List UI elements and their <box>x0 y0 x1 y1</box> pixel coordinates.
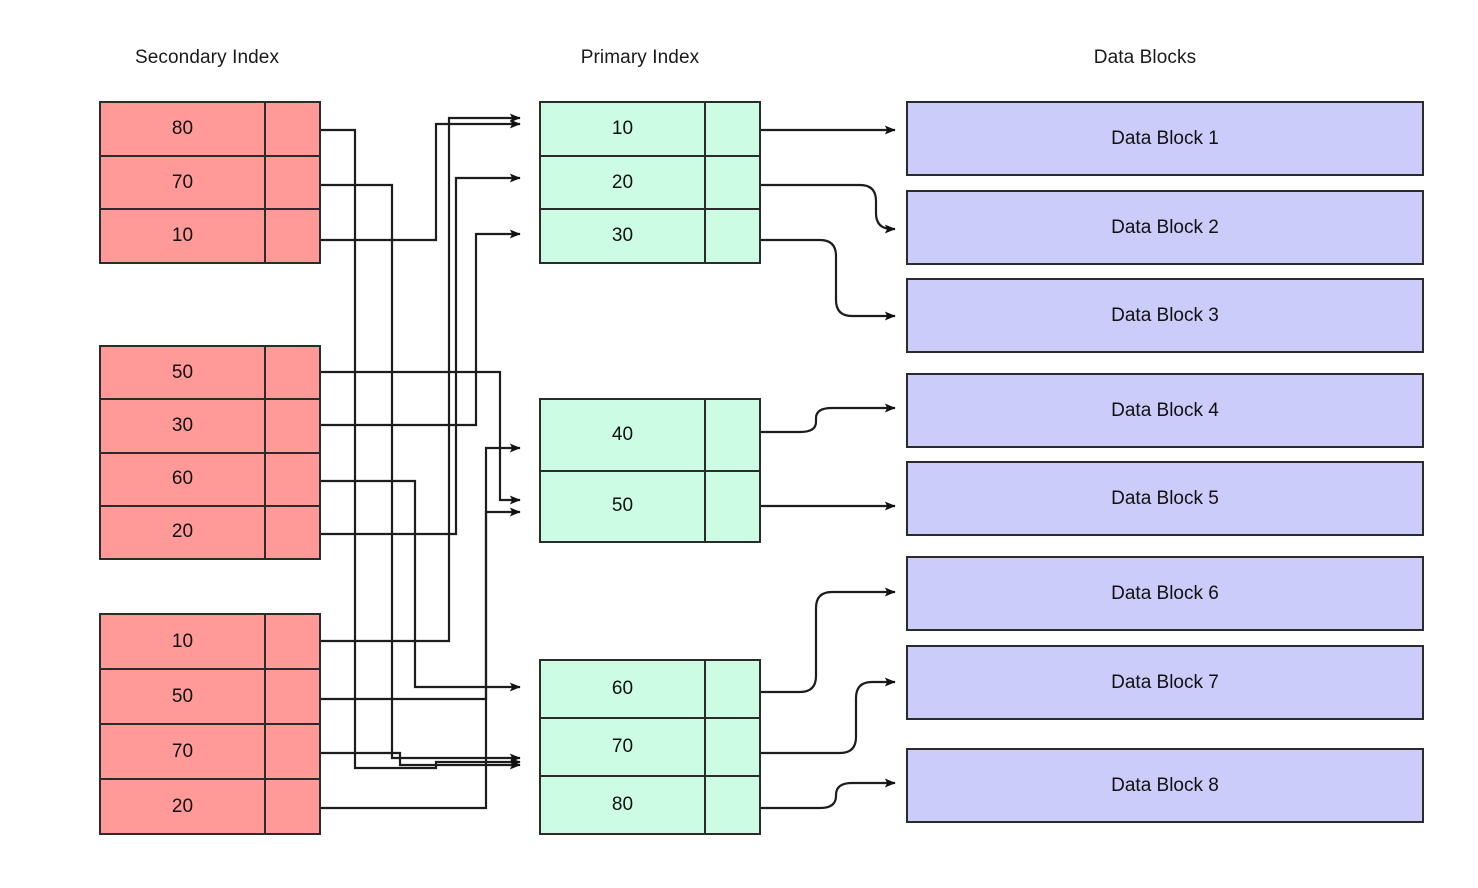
primary-pointer-cell[interactable] <box>706 103 759 155</box>
wire-sec70-to-pri70 <box>321 183 521 763</box>
primary-key-cell: 10 <box>541 103 706 155</box>
primary-index-row[interactable]: 60 <box>541 661 759 719</box>
primary-index-row[interactable]: 10 <box>541 103 759 157</box>
primary-pointer-cell[interactable] <box>706 777 759 833</box>
secondary-pointer-cell[interactable] <box>266 725 319 778</box>
secondary-index-row[interactable]: 50 <box>101 347 319 401</box>
secondary-index-row[interactable]: 80 <box>101 103 319 157</box>
secondary-index-group-3[interactable]: 10 50 70 20 <box>99 613 321 835</box>
secondary-pointer-cell[interactable] <box>266 453 319 505</box>
primary-key-cell: 20 <box>541 156 706 209</box>
secondary-index-row[interactable]: 50 <box>101 670 319 725</box>
wire-sec50b-to-pri50 <box>321 507 521 701</box>
data-block-3[interactable]: Data Block 3 <box>906 278 1424 353</box>
primary-pointer-cell[interactable] <box>706 719 759 775</box>
secondary-key-cell: 10 <box>101 615 266 668</box>
wire-sec10a-to-pri10 <box>321 119 521 242</box>
wire-sec20b-to-pri40 <box>321 443 521 810</box>
column-title-secondary: Secondary Index <box>134 47 280 68</box>
wire-sec50a-to-pri50 <box>321 370 521 505</box>
primary-index-row[interactable]: 40 <box>541 400 759 472</box>
secondary-index-row[interactable]: 30 <box>101 400 319 454</box>
wire-pri30-to-block3 <box>760 238 896 321</box>
secondary-index-row[interactable]: 10 <box>101 615 319 670</box>
wire-sec80-to-pri80 <box>321 128 521 770</box>
wire-pri70-to-block7 <box>760 677 896 755</box>
secondary-index-group-1[interactable]: 80 70 10 <box>99 101 321 264</box>
secondary-index-row[interactable]: 20 <box>101 780 319 833</box>
primary-index-row[interactable]: 80 <box>541 777 759 833</box>
primary-pointer-cell[interactable] <box>706 661 759 717</box>
wire-sec10b-to-pri10 <box>321 113 521 643</box>
secondary-key-cell: 70 <box>101 156 266 209</box>
data-block-5[interactable]: Data Block 5 <box>906 461 1424 536</box>
data-block-6[interactable]: Data Block 6 <box>906 556 1424 631</box>
data-block-7[interactable]: Data Block 7 <box>906 645 1424 720</box>
primary-index-row[interactable]: 70 <box>541 719 759 777</box>
secondary-index-row[interactable]: 70 <box>101 156 319 211</box>
secondary-index-group-2[interactable]: 50 30 60 20 <box>99 345 321 560</box>
primary-key-cell: 40 <box>541 400 706 470</box>
primary-key-cell: 80 <box>541 777 706 833</box>
wire-sec70b-to-pri70 <box>321 751 521 770</box>
secondary-pointer-cell[interactable] <box>266 670 319 723</box>
primary-pointer-cell[interactable] <box>706 210 759 263</box>
secondary-index-row[interactable]: 60 <box>101 453 319 507</box>
data-block-1[interactable]: Data Block 1 <box>906 101 1424 176</box>
primary-pointer-cell[interactable] <box>706 400 759 470</box>
wire-sec60-to-pri60 <box>321 479 521 692</box>
wire-pri60-to-block6 <box>760 587 896 694</box>
secondary-pointer-cell[interactable] <box>266 347 319 399</box>
column-title-primary: Primary Index <box>580 47 700 68</box>
secondary-key-cell: 60 <box>101 453 266 505</box>
primary-index-group-2[interactable]: 40 50 <box>539 398 761 543</box>
secondary-pointer-cell[interactable] <box>266 156 319 209</box>
primary-index-group-3[interactable]: 60 70 80 <box>539 659 761 835</box>
wire-pri80-to-block8 <box>760 778 896 810</box>
secondary-key-cell: 20 <box>101 780 266 833</box>
wire-pri40-to-block4 <box>760 403 896 434</box>
secondary-index-row[interactable]: 70 <box>101 725 319 780</box>
secondary-index-row[interactable]: 20 <box>101 506 319 558</box>
secondary-key-cell: 50 <box>101 347 266 399</box>
secondary-pointer-cell[interactable] <box>266 103 319 155</box>
primary-key-cell: 50 <box>541 471 706 541</box>
secondary-pointer-cell[interactable] <box>266 400 319 452</box>
primary-key-cell: 30 <box>541 210 706 263</box>
primary-index-row[interactable]: 20 <box>541 156 759 211</box>
wire-sec20a-to-pri20 <box>321 173 521 536</box>
secondary-pointer-cell[interactable] <box>266 615 319 668</box>
primary-key-cell: 60 <box>541 661 706 717</box>
secondary-pointer-cell[interactable] <box>266 506 319 558</box>
primary-index-group-1[interactable]: 10 20 30 <box>539 101 761 264</box>
primary-index-row[interactable]: 30 <box>541 210 759 263</box>
secondary-key-cell: 70 <box>101 725 266 778</box>
column-title-datablocks: Data Blocks <box>1093 47 1197 68</box>
primary-index-row[interactable]: 50 <box>541 471 759 541</box>
data-block-8[interactable]: Data Block 8 <box>906 748 1424 823</box>
data-block-2[interactable]: Data Block 2 <box>906 190 1424 265</box>
secondary-key-cell: 30 <box>101 400 266 452</box>
secondary-key-cell: 80 <box>101 103 266 155</box>
primary-pointer-cell[interactable] <box>706 471 759 541</box>
secondary-key-cell: 10 <box>101 210 266 263</box>
wire-sec30-to-pri30 <box>321 229 521 427</box>
secondary-pointer-cell[interactable] <box>266 210 319 263</box>
data-block-4[interactable]: Data Block 4 <box>906 373 1424 448</box>
wire-pri20-to-block2 <box>760 183 896 234</box>
primary-key-cell: 70 <box>541 719 706 775</box>
primary-pointer-cell[interactable] <box>706 156 759 209</box>
secondary-index-row[interactable]: 10 <box>101 210 319 263</box>
secondary-key-cell: 50 <box>101 670 266 723</box>
secondary-pointer-cell[interactable] <box>266 780 319 833</box>
secondary-key-cell: 20 <box>101 506 266 558</box>
